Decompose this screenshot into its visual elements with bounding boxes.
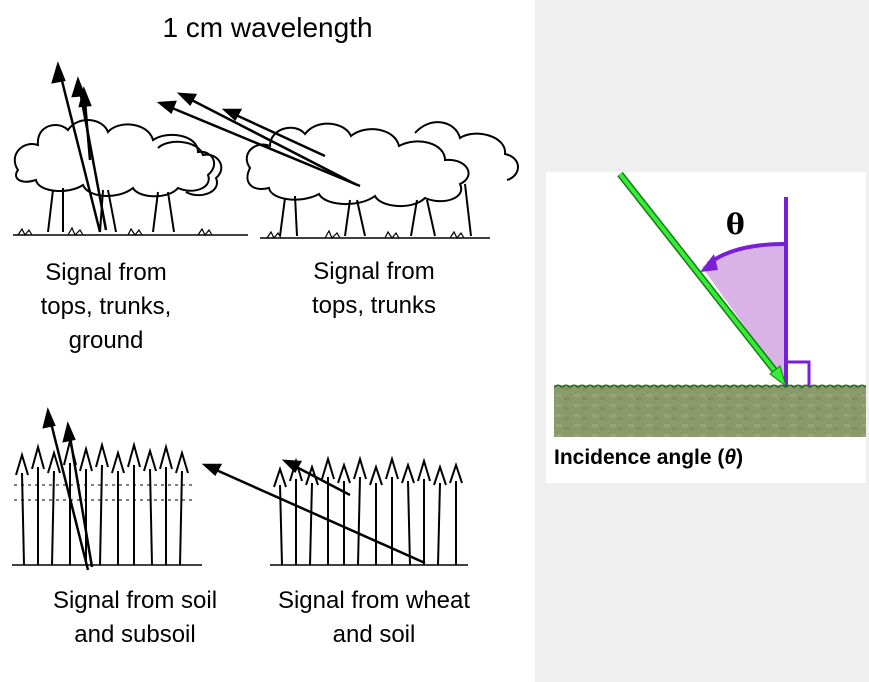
wheat-oblique-illustration bbox=[201, 455, 468, 566]
angle-wedge bbox=[702, 243, 786, 384]
forest-oblique-illustration bbox=[156, 92, 519, 240]
caption-wheat-left: Signal from soil and subsoil bbox=[52, 587, 218, 648]
wheat-steep-illustration bbox=[12, 407, 202, 571]
caption-wheat-right: Signal from wheat and soil bbox=[277, 587, 471, 648]
incidence-angle-label: Incidence angle (θ) bbox=[554, 446, 744, 469]
forest-steep-illustration bbox=[13, 61, 248, 237]
right-angle-marker bbox=[786, 360, 811, 386]
caption-forest-left: Signal from tops, trunks, ground bbox=[40, 259, 172, 354]
incidence-angle-diagram: θ bbox=[554, 172, 866, 437]
diagram-title: 1 cm wavelength bbox=[162, 12, 373, 43]
left-panel bbox=[0, 0, 535, 682]
theta-symbol: θ bbox=[726, 208, 745, 241]
ground-surface bbox=[554, 387, 866, 437]
caption-forest-right: Signal from tops, trunks bbox=[311, 258, 437, 319]
